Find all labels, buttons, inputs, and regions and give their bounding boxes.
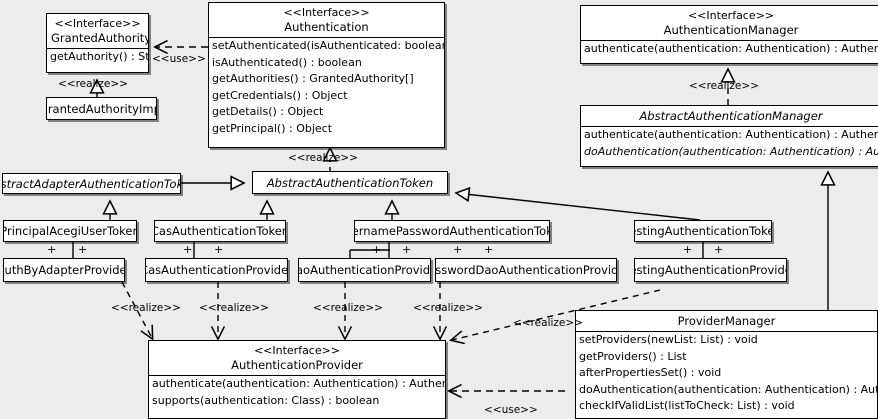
- label-realize-auth-by-adapter-provider: <<realize>>: [111, 302, 181, 314]
- class-name: TestingAuthenticationProvider: [635, 263, 786, 277]
- operations-compartment: authenticate(authentication: Authenticat…: [581, 40, 878, 58]
- class-name: DaoAuthenticationProvider: [299, 263, 431, 277]
- operation: setProviders(newList: List) : void: [579, 333, 758, 347]
- class-header: <<Interface>> Authentication: [209, 3, 444, 37]
- operation: doAuthentication(authentication: Authent…: [584, 144, 878, 158]
- class-header: AbstractAuthenticationManager: [581, 106, 878, 126]
- class-name: PrincipalAcegiUserToken: [3, 224, 137, 238]
- class-provider-manager[interactable]: ProviderManager setProviders(newList: Li…: [575, 310, 878, 419]
- association-marker: +: [78, 243, 88, 256]
- class-authentication[interactable]: <<Interface>> Authentication setAuthenti…: [208, 2, 445, 148]
- label-realize-password-dao-provider: <<realize>>: [413, 302, 483, 314]
- operations-compartment: authenticate(authentication: Authenticat…: [581, 126, 878, 160]
- class-name: GrantedAuthority: [51, 30, 148, 45]
- label-use-provider-manager: <<use>>: [484, 404, 538, 416]
- class-header: <<Interface>> AuthenticationProvider: [149, 341, 445, 375]
- class-name: CasAuthenticationProvider: [145, 263, 288, 277]
- operation: authenticate(authentication: Authenticat…: [584, 128, 878, 142]
- class-name: PasswordDaoAuthenticationProvider: [435, 263, 616, 277]
- label-realize-testing-provider: <<realize>>: [513, 317, 583, 329]
- operation: doAuthentication(authentication: Authent…: [579, 382, 877, 396]
- operation: setAuthenticated(isAuthenticated: boolea…: [212, 39, 444, 53]
- operations-compartment: setAuthenticated(isAuthenticated: boolea…: [209, 37, 444, 137]
- operation: getPrincipal() : Object: [212, 121, 333, 135]
- label-realize-abstract-authentication-token: <<realize>>: [288, 152, 358, 164]
- label-realize-granted-authority-impl: <<realize>>: [58, 78, 128, 90]
- class-abstract-authentication-manager[interactable]: AbstractAuthenticationManager authentica…: [580, 105, 878, 167]
- operation: afterPropertiesSet() : void: [579, 366, 722, 380]
- association-marker: +: [453, 243, 463, 256]
- class-header: <<Interface>> GrantedAuthority: [47, 14, 148, 48]
- stereotype-label: <<Interface>>: [253, 344, 341, 357]
- label-use-granted-authority: <<use>>: [152, 53, 206, 65]
- class-cas-authentication-token[interactable]: CasAuthenticationToken: [154, 220, 286, 242]
- association-marker: +: [683, 243, 693, 256]
- operation: checkIfValidList(listToCheck: List) : vo…: [579, 399, 795, 413]
- class-name: AuthByAdapterProvider: [3, 263, 125, 277]
- association-marker: +: [402, 243, 412, 256]
- class-name: AuthenticationManager: [663, 22, 799, 37]
- class-name: Authentication: [284, 19, 369, 34]
- class-authentication-provider[interactable]: <<Interface>> AuthenticationProvider aut…: [148, 340, 446, 419]
- class-name: GrantedAuthorityImpl: [47, 101, 156, 116]
- class-name: ProviderManager: [677, 314, 776, 328]
- stereotype-label: <<Interface>>: [687, 9, 775, 22]
- class-username-password-authentication-token[interactable]: UsernamePasswordAuthenticationToken: [354, 220, 550, 242]
- operation: getProviders() : List: [579, 349, 687, 363]
- class-auth-by-adapter-provider[interactable]: AuthByAdapterProvider: [3, 258, 125, 282]
- stereotype-label: <<Interface>>: [283, 6, 370, 19]
- class-name: TestingAuthenticationToken: [635, 224, 771, 238]
- association-marker: +: [372, 243, 382, 256]
- operation: authenticate(authentication: Authenticat…: [152, 377, 445, 391]
- operations-compartment: setProviders(newList: List) : void getPr…: [576, 331, 877, 415]
- operation: supports(authentication: Class) : boolea…: [152, 393, 380, 407]
- operation: getCredentials() : Object: [212, 88, 348, 102]
- class-name: AbstractAuthenticationToken: [266, 175, 434, 190]
- stereotype-label: <<Interface>>: [54, 17, 141, 30]
- operation: getAuthorities() : GrantedAuthority[]: [212, 72, 414, 86]
- class-granted-authority-impl[interactable]: GrantedAuthorityImpl: [46, 97, 157, 120]
- class-name: CasAuthenticationToken: [154, 224, 286, 238]
- class-name: AbstractAdapterAuthenticationToken: [3, 176, 180, 191]
- class-header: ProviderManager: [576, 311, 877, 331]
- class-testing-authentication-provider[interactable]: TestingAuthenticationProvider: [634, 258, 787, 282]
- class-name: AbstractAuthenticationManager: [639, 109, 823, 123]
- association-marker: +: [47, 243, 57, 256]
- association-marker: +: [714, 243, 724, 256]
- class-granted-authority[interactable]: <<Interface>> GrantedAuthority getAuthor…: [46, 13, 149, 73]
- class-testing-authentication-token[interactable]: TestingAuthenticationToken: [634, 220, 772, 242]
- class-authentication-manager[interactable]: <<Interface>> AuthenticationManager auth…: [580, 5, 878, 64]
- association-marker: +: [484, 243, 494, 256]
- operation: getDetails() : Object: [212, 105, 324, 119]
- label-realize-abstract-authentication-manager: <<realize>>: [689, 80, 759, 92]
- class-password-dao-authentication-provider[interactable]: PasswordDaoAuthenticationProvider: [435, 258, 617, 282]
- class-abstract-authentication-token[interactable]: AbstractAuthenticationToken: [252, 171, 448, 194]
- label-realize-dao-provider: <<realize>>: [313, 302, 383, 314]
- label-realize-cas-provider: <<realize>>: [199, 302, 269, 314]
- class-header: <<Interface>> AuthenticationManager: [581, 6, 878, 40]
- class-cas-authentication-provider[interactable]: CasAuthenticationProvider: [145, 258, 288, 282]
- class-dao-authentication-provider[interactable]: DaoAuthenticationProvider: [298, 258, 431, 282]
- operation: isAuthenticated() : boolean: [212, 55, 362, 69]
- operations-compartment: authenticate(authentication: Authenticat…: [149, 375, 445, 409]
- class-name: UsernamePasswordAuthenticationToken: [355, 224, 549, 238]
- operations-compartment: getAuthority() : String: [47, 48, 148, 66]
- operation: getAuthority() : String: [50, 50, 148, 64]
- association-marker: +: [214, 243, 224, 256]
- class-abstract-adapter-authentication-token[interactable]: AbstractAdapterAuthenticationToken: [2, 173, 181, 194]
- class-principal-acegi-user-token[interactable]: PrincipalAcegiUserToken: [3, 220, 137, 242]
- class-name: AuthenticationProvider: [231, 357, 363, 372]
- association-marker: +: [183, 243, 193, 256]
- operation: authenticate(authentication: Authenticat…: [584, 42, 878, 56]
